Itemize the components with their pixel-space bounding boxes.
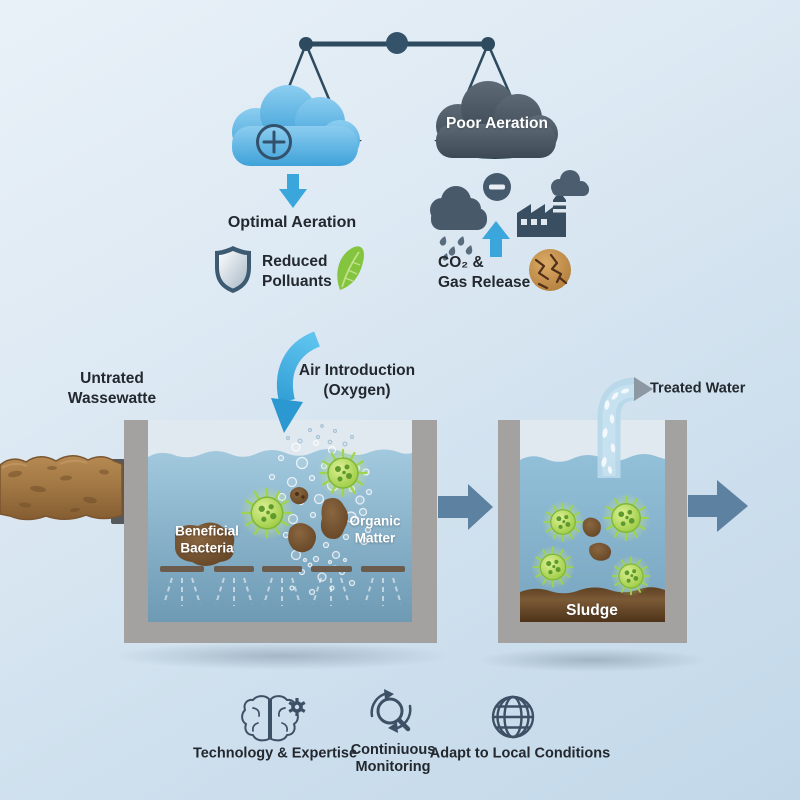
rain-cloud-icon: [430, 186, 487, 261]
sludge-label: Sludge: [566, 602, 618, 620]
tank2-walls: [498, 420, 687, 643]
spout-arrowhead-icon: [634, 377, 653, 401]
rain-drops-icon: [439, 236, 473, 261]
reduced-pollutants-label: Reduced Polluants: [262, 253, 332, 290]
down-arrow-icon: [279, 174, 307, 208]
influent-pipe: [0, 455, 123, 521]
optimal-cloud-icon: [232, 85, 360, 166]
bacterium-icon: [540, 499, 586, 545]
organic-matter-blobs: [582, 517, 612, 561]
poor-aeration-label: Poor Aeration: [446, 115, 548, 133]
bacterium-icon: [609, 554, 653, 598]
monitoring-icon: [370, 689, 412, 733]
treated-water-label: Treated Water: [650, 380, 746, 397]
footer-label-technology: Technology & Expertise: [192, 745, 358, 762]
optimal-aeration-label: Optimal Aeration: [227, 213, 357, 231]
brain-gear-icon: [241, 695, 306, 742]
organic-matter-label: Organic Matter: [349, 513, 401, 546]
factory-icon: [517, 170, 589, 237]
effluent-arrow-icon: [688, 480, 748, 532]
co2-gas-release-label: CO₂ & Gas Release: [438, 254, 531, 291]
transfer-arrow-icon: [438, 484, 493, 530]
cracked-earth-icon: [529, 249, 571, 291]
beneficial-bacteria-label: Beneficial Bacteria: [175, 523, 239, 556]
organic-matter-blobs: [175, 487, 348, 566]
bacterium-icon: [600, 492, 652, 544]
air-arrow-icon: [271, 331, 321, 433]
footer-label-monitoring: Continiuous Monitoring: [350, 741, 436, 775]
bacterium-icon: [238, 484, 296, 542]
air-introduction-label: Air Introduction (Oxygen): [298, 362, 416, 399]
influent-label: Untrated Wassewatte: [67, 370, 157, 407]
minus-icon: [483, 173, 511, 201]
surface-spray-bubbles: [285, 424, 355, 447]
up-arrow-icon: [482, 221, 510, 257]
settling-tank: [498, 420, 687, 643]
leaf-icon: [337, 246, 364, 290]
bacterium-icon: [529, 543, 577, 591]
globe-icon: [491, 695, 535, 739]
aeration-tank: [124, 420, 437, 643]
footer-label-adapt: Adapt to Local Conditions: [429, 745, 611, 762]
tank1-shadow: [111, 642, 451, 670]
bacterium-icon: [315, 445, 371, 501]
poor-cloud-icon: [436, 81, 558, 158]
diffuser-spray: [163, 577, 402, 606]
tank2-shadow: [477, 648, 707, 672]
treated-water-spout: [597, 377, 653, 478]
diffuser-bars: [160, 566, 405, 572]
shield-icon: [215, 246, 251, 293]
plus-icon: [256, 124, 292, 160]
